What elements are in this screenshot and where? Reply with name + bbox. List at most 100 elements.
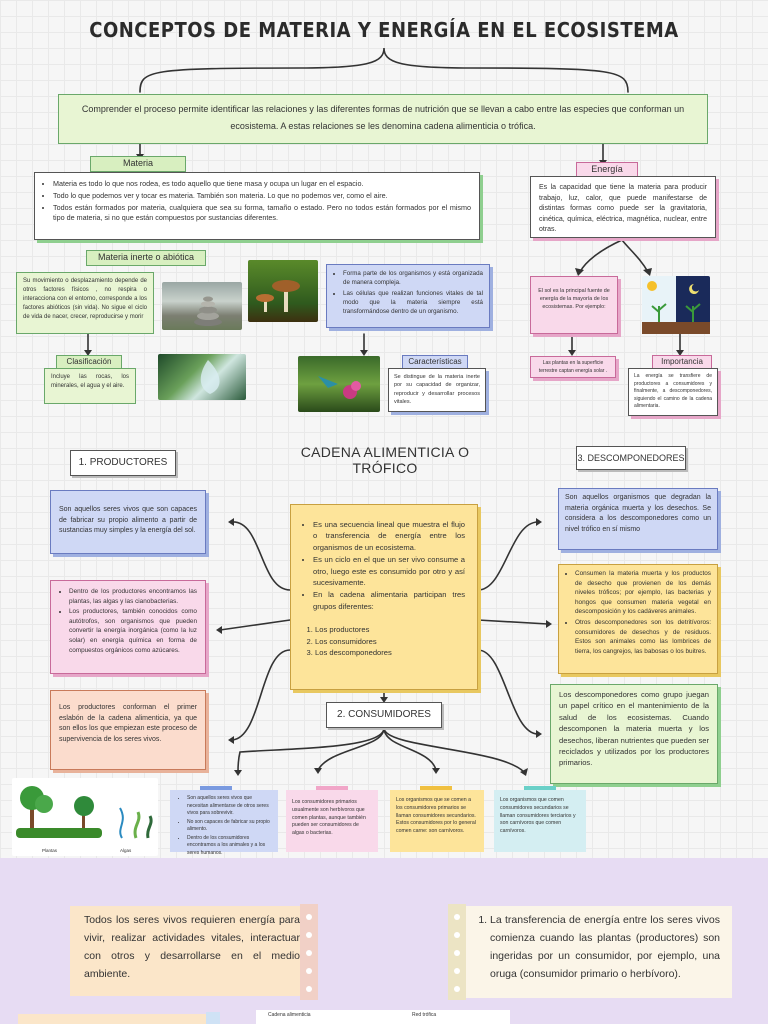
bottom-table: Cadena alimenticia Red trófica — [256, 1010, 510, 1024]
clasificacion-label-text: Clasificación — [66, 357, 112, 366]
caracteristicas-text: Se distingue de la materia inerte por su… — [394, 374, 480, 405]
tape-c4 — [524, 786, 556, 792]
materia-label: Materia — [90, 156, 186, 172]
plants-algae-icon — [16, 786, 153, 839]
consumidores-box-2: Los consumidores primarios usualmente so… — [286, 790, 378, 852]
rocks-image — [162, 282, 242, 330]
descomponedores-box-2: Consumen la materia muerta y los product… — [558, 564, 718, 674]
productores-text-1: Son aquellos seres vivos que son capaces… — [59, 506, 197, 534]
consumidores-item: No son capaces de fabricar su propio ali… — [187, 819, 271, 834]
caracteristicas-label: Características — [402, 355, 468, 369]
cadena-list: Es una secuencia lineal que muestra el f… — [303, 519, 465, 612]
plantas-box: Las plantas en la superficie terrestre c… — [530, 356, 616, 378]
productores-text-3: Los productores conforman el primer esla… — [59, 704, 197, 743]
materia-item: Todo lo que podemos ver y tocar es mater… — [53, 191, 471, 202]
importancia-box: La energía se transfiere de productores … — [628, 368, 718, 416]
materia-label-text: Materia — [122, 158, 153, 168]
materia-item: Todos están formados por materia, cualqu… — [53, 203, 471, 225]
rocks-icon — [194, 296, 222, 326]
materia-box: Materia es todo lo que nos rodea, es tod… — [34, 172, 480, 240]
energia-label: Energía — [576, 162, 638, 177]
productores-item: Dentro de los productores encontramos la… — [69, 587, 197, 606]
productores-box-3: Los productores conforman el primer esla… — [50, 690, 206, 770]
hummingbird-image — [298, 356, 380, 412]
intro-text: Comprender el proceso permite identifica… — [81, 104, 685, 132]
descomponedores-item: Otros descomponedores son los detritívor… — [575, 618, 711, 656]
consumidores-text-4: Los organismos que comen consumidores se… — [500, 797, 576, 835]
materia-list: Materia es todo lo que nos rodea, es tod… — [43, 179, 471, 224]
energia-text: Es la capacidad que tiene la materia par… — [539, 184, 707, 233]
plant-day-night-image — [642, 276, 710, 334]
productores-label-text: 1. PRODUCTORES — [78, 457, 168, 468]
cadena-item: En la cadena alimentaria participan tres… — [313, 589, 465, 612]
table-col-2: Red trófica — [412, 1012, 437, 1018]
cadena-group: Los productores — [315, 624, 465, 635]
descomponedores-text-1: Son aquellos organismos que degradan la … — [565, 494, 711, 533]
cadena-title: CADENA ALIMENTICIA O TRÓFICO — [300, 444, 470, 476]
caracteristicas-label-text: Características — [408, 357, 462, 366]
viva-item: Las células que realizan funciones vital… — [343, 289, 483, 317]
productores-list: Dentro de los productores encontramos la… — [59, 587, 197, 655]
clasificacion-text: Incluye las rocas, los minerales, el agu… — [51, 374, 129, 389]
bottom-right-item: La transferencia de energía entre los se… — [490, 912, 720, 983]
plantas-text: Las plantas en la superficie terrestre c… — [538, 360, 608, 374]
plantas-caption: Plantas — [42, 848, 58, 853]
clasificacion-label: Clasificación — [56, 355, 122, 369]
cadena-item: Es una secuencia lineal que muestra el f… — [313, 519, 465, 553]
page-title: CONCEPTOS DE MATERIA Y ENERGÍA EN EL ECO… — [89, 18, 679, 42]
mushroom-icon — [256, 280, 300, 312]
viva-item: Forma parte de los organismos y está org… — [343, 269, 483, 288]
sol-box: El sol es la principal fuente de energía… — [530, 276, 618, 334]
inerte-text: Su movimiento o desplazamiento depende d… — [23, 278, 147, 320]
importancia-label: Importancia — [652, 355, 712, 369]
viva-list: Forma parte de los organismos y está org… — [333, 269, 483, 316]
bottom-left-strip-tape — [206, 1012, 220, 1024]
plants-algae-image — [12, 778, 158, 856]
consumidores-box-1: Son aquellos seres vivos que necesitan a… — [170, 790, 278, 856]
bottom-left-tape — [300, 904, 318, 1000]
bottom-right-tape — [448, 904, 466, 1000]
energia-label-text: Energía — [591, 164, 623, 174]
descomponedores-label-text: 3. DESCOMPONEDORES — [577, 453, 685, 463]
consumidores-label: 2. CONSUMIDORES — [326, 702, 442, 728]
consumidores-item: Son aquellos seres vivos que necesitan a… — [187, 795, 271, 818]
productores-label: 1. PRODUCTORES — [70, 450, 176, 476]
inerte-label: Materia inerte o abiótica — [86, 250, 206, 266]
consumidores-list: Son aquellos seres vivos que necesitan a… — [177, 795, 271, 857]
consumidores-label-text: 2. CONSUMIDORES — [337, 709, 431, 720]
productores-item: Los productores, también conocidos como … — [69, 607, 197, 655]
bottom-right-list: La transferencia de energía entre los se… — [478, 912, 720, 983]
bottom-left-box: Todos los seres vivos requieren energía … — [70, 906, 314, 996]
cadena-groups-list: Los productores Los consumidores Los des… — [303, 624, 465, 658]
intro-box: Comprender el proceso permite identifica… — [58, 94, 708, 144]
bottom-left-text: Todos los seres vivos requieren energía … — [84, 914, 300, 980]
tape-c3 — [420, 786, 452, 792]
cadena-group: Los consumidores — [315, 636, 465, 647]
materia-item: Materia es todo lo que nos rodea, es tod… — [53, 179, 471, 190]
cadena-item: Es un ciclo en el que un ser vivo consum… — [313, 554, 465, 588]
cadena-center-box: Es una secuencia lineal que muestra el f… — [290, 504, 478, 690]
water-icon — [200, 360, 220, 394]
inerte-label-text: Materia inerte o abiótica — [97, 252, 195, 262]
descomponedores-box-3: Los descomponedores como grupo juegan un… — [550, 684, 718, 784]
tape-c2 — [316, 786, 348, 792]
algas-caption: Algas — [120, 848, 132, 853]
inerte-box: Su movimiento o desplazamiento depende d… — [16, 272, 154, 334]
descomponedores-list: Consumen la materia muerta y los product… — [565, 569, 711, 656]
mushrooms-image — [248, 260, 318, 322]
descomponedores-label: 3. DESCOMPONEDORES — [576, 446, 686, 470]
cadena-group: Los descomponedores — [315, 647, 465, 658]
clasificacion-box: Incluye las rocas, los minerales, el agu… — [44, 368, 136, 404]
productores-box-2: Dentro de los productores encontramos la… — [50, 580, 206, 674]
energia-box: Es la capacidad que tiene la materia par… — [530, 176, 716, 238]
consumidores-box-4: Los organismos que comen consumidores se… — [494, 790, 586, 852]
sol-text: El sol es la principal fuente de energía… — [538, 288, 610, 311]
productores-box-1: Son aquellos seres vivos que son capaces… — [50, 490, 206, 554]
importancia-text: La energía se transfiere de productores … — [634, 373, 712, 409]
descomponedores-text-3: Los descomponedores como grupo juegan un… — [559, 690, 709, 768]
consumidores-item: Dentro de los consumidores encontramos a… — [187, 835, 271, 858]
consumidores-box-3: Los organismos que se comen a los consum… — [390, 790, 484, 852]
consumidores-text-2: Los consumidores primarios usualmente so… — [292, 799, 366, 837]
water-image — [158, 354, 246, 400]
bottom-left-strip — [18, 1014, 218, 1024]
